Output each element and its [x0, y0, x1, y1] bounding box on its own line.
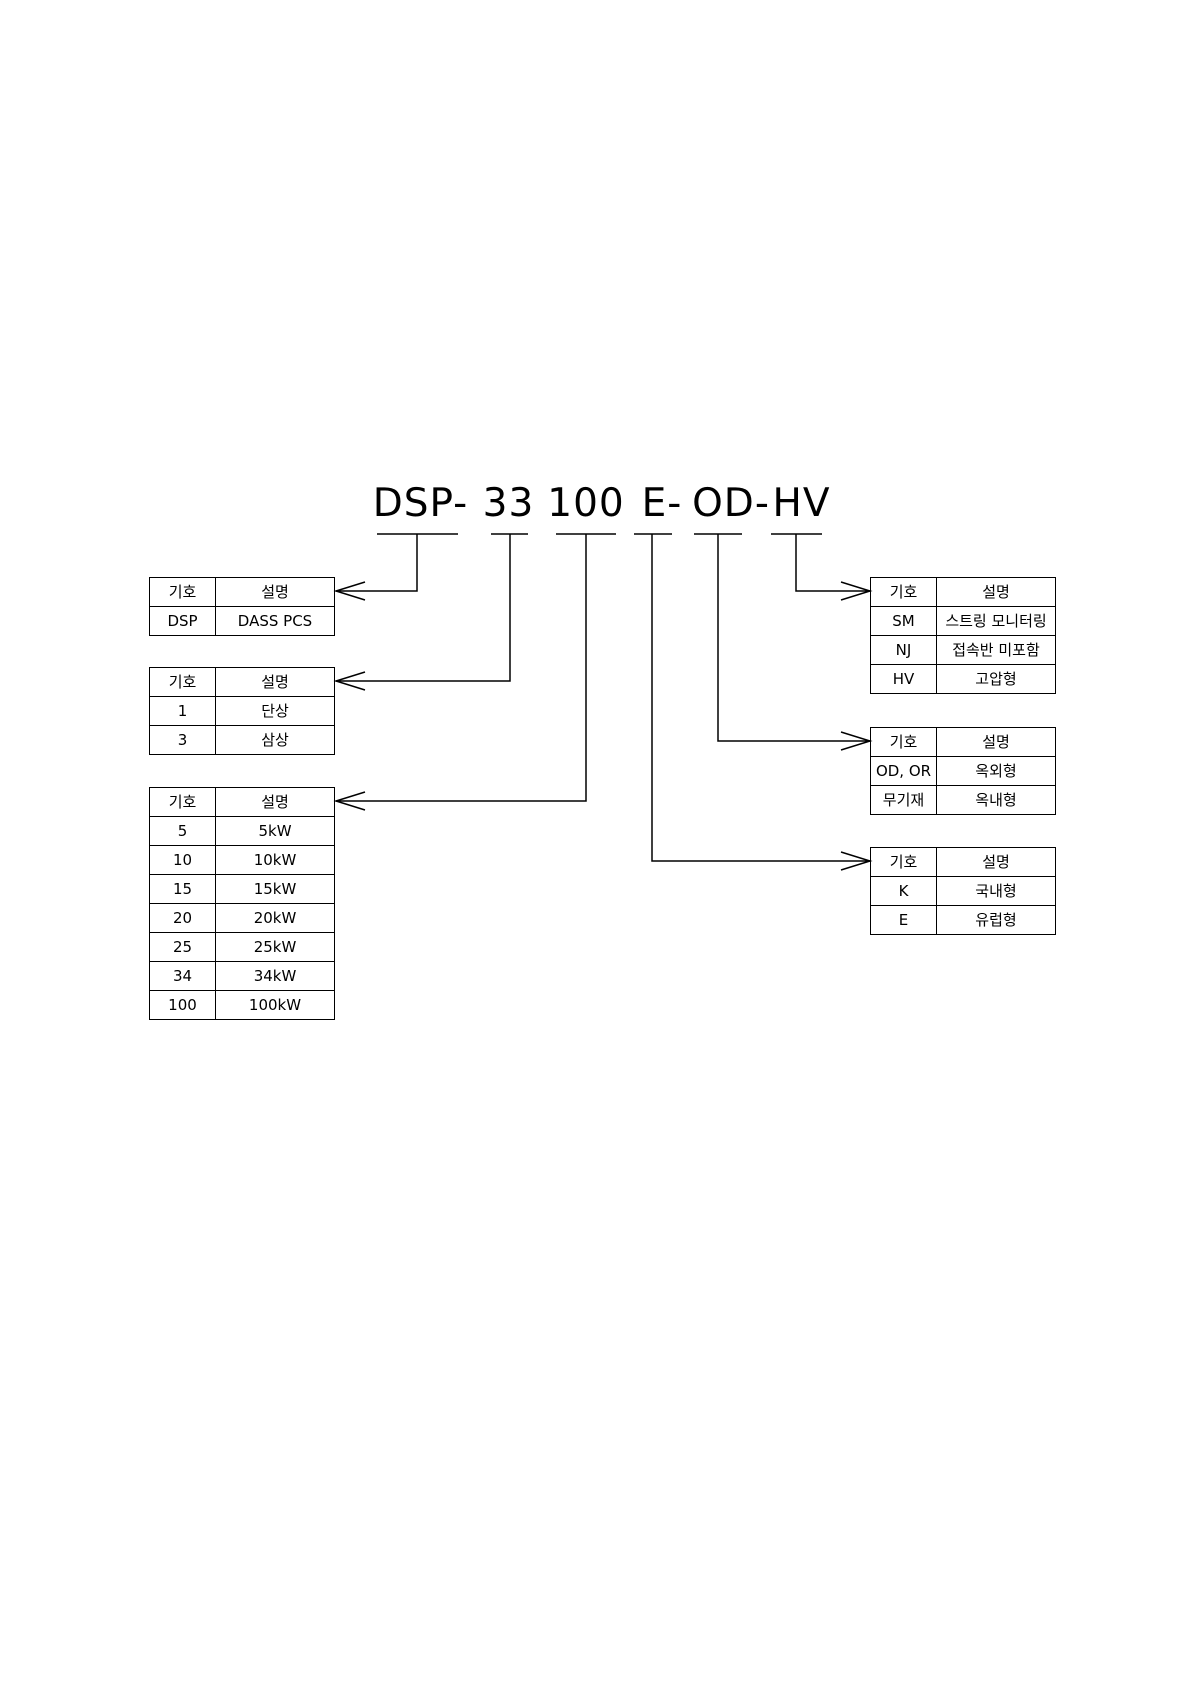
table-region: 기호 설명 K 국내형 E 유럽형 — [870, 847, 1056, 935]
row-code: 1 — [150, 697, 216, 726]
table-row: SM 스트링 모니터링 — [871, 607, 1056, 636]
row-desc: 20kW — [216, 904, 335, 933]
table-capacity: 기호 설명 5 5kW 10 10kW 15 15kW 20 20kW 25 2… — [149, 787, 335, 1020]
header-desc: 설명 — [937, 578, 1056, 607]
row-code: 15 — [150, 875, 216, 904]
row-code: NJ — [871, 636, 937, 665]
table-header-row: 기호 설명 — [150, 668, 335, 697]
row-code: 25 — [150, 933, 216, 962]
table-row: 5 5kW — [150, 817, 335, 846]
row-code: 10 — [150, 846, 216, 875]
header-code: 기호 — [871, 578, 937, 607]
connector-capacity — [336, 534, 586, 801]
row-desc: 옥내형 — [937, 786, 1056, 815]
table-row: 3 삼상 — [150, 726, 335, 755]
row-code: 20 — [150, 904, 216, 933]
header-desc: 설명 — [216, 668, 335, 697]
row-desc: 접속반 미포함 — [937, 636, 1056, 665]
connector-option — [796, 534, 870, 591]
row-desc: 5kW — [216, 817, 335, 846]
header-code: 기호 — [150, 668, 216, 697]
table-prefix: 기호 설명 DSP DASS PCS — [149, 577, 335, 636]
table-row: 20 20kW — [150, 904, 335, 933]
header-code: 기호 — [150, 578, 216, 607]
row-desc: 스트링 모니터링 — [937, 607, 1056, 636]
row-desc: 34kW — [216, 962, 335, 991]
table-row: 1 단상 — [150, 697, 335, 726]
table-row: 25 25kW — [150, 933, 335, 962]
table-row: 무기재 옥내형 — [871, 786, 1056, 815]
table-row: E 유럽형 — [871, 906, 1056, 935]
table-row: OD, OR 옥외형 — [871, 757, 1056, 786]
row-desc: 옥외형 — [937, 757, 1056, 786]
table-phase: 기호 설명 1 단상 3 삼상 — [149, 667, 335, 755]
row-code: 5 — [150, 817, 216, 846]
row-code: 34 — [150, 962, 216, 991]
row-desc: DASS PCS — [216, 607, 335, 636]
header-desc: 설명 — [937, 848, 1056, 877]
row-desc: 100kW — [216, 991, 335, 1020]
header-desc: 설명 — [937, 728, 1056, 757]
table-header-row: 기호 설명 — [871, 728, 1056, 757]
row-desc: 고압형 — [937, 665, 1056, 694]
row-code: 무기재 — [871, 786, 937, 815]
connector-install — [718, 534, 870, 741]
table-row: DSP DASS PCS — [150, 607, 335, 636]
row-code: 100 — [150, 991, 216, 1020]
row-desc: 국내형 — [937, 877, 1056, 906]
table-row: HV 고압형 — [871, 665, 1056, 694]
header-desc: 설명 — [216, 578, 335, 607]
header-code: 기호 — [150, 788, 216, 817]
row-code: DSP — [150, 607, 216, 636]
header-code: 기호 — [871, 728, 937, 757]
table-header-row: 기호 설명 — [150, 578, 335, 607]
row-code: 3 — [150, 726, 216, 755]
table-row: 34 34kW — [150, 962, 335, 991]
row-desc: 유럽형 — [937, 906, 1056, 935]
table-option: 기호 설명 SM 스트링 모니터링 NJ 접속반 미포함 HV 고압형 — [870, 577, 1056, 694]
table-header-row: 기호 설명 — [871, 578, 1056, 607]
row-desc: 15kW — [216, 875, 335, 904]
table-row: 15 15kW — [150, 875, 335, 904]
row-code: E — [871, 906, 937, 935]
connector-phase — [336, 534, 510, 681]
row-code: HV — [871, 665, 937, 694]
connector-prefix — [336, 534, 417, 591]
table-row: NJ 접속반 미포함 — [871, 636, 1056, 665]
row-code: SM — [871, 607, 937, 636]
table-row: 10 10kW — [150, 846, 335, 875]
row-desc: 25kW — [216, 933, 335, 962]
table-row: K 국내형 — [871, 877, 1056, 906]
header-code: 기호 — [871, 848, 937, 877]
table-install: 기호 설명 OD, OR 옥외형 무기재 옥내형 — [870, 727, 1056, 815]
connector-region — [652, 534, 870, 861]
table-header-row: 기호 설명 — [150, 788, 335, 817]
row-desc: 삼상 — [216, 726, 335, 755]
header-desc: 설명 — [216, 788, 335, 817]
table-header-row: 기호 설명 — [871, 848, 1056, 877]
row-desc: 10kW — [216, 846, 335, 875]
row-desc: 단상 — [216, 697, 335, 726]
row-code: K — [871, 877, 937, 906]
table-row: 100 100kW — [150, 991, 335, 1020]
row-code: OD, OR — [871, 757, 937, 786]
